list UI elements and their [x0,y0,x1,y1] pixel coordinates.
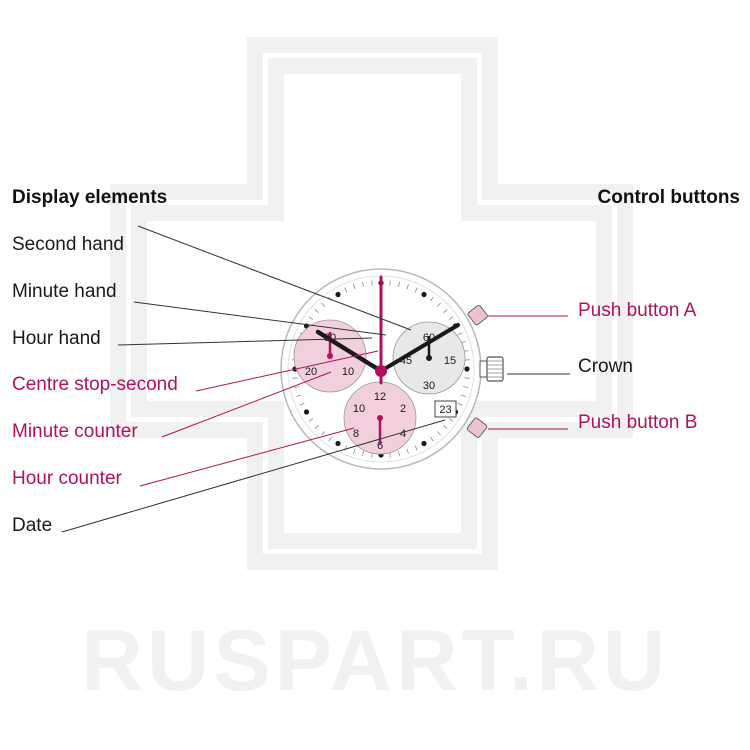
crown[interactable] [479,356,504,382]
label-push-button-a: Push button A [578,300,697,321]
heading-display-elements: Display elements [12,187,168,208]
minute-marker-tick [308,418,314,422]
minute-marker-tick [389,452,391,458]
leader-second-hand [137,225,412,331]
minute-marker-tick [389,280,391,286]
minute-marker-tick [292,377,298,379]
minute-marker-tick [308,316,314,320]
minute-marker-tick [406,448,409,454]
label-minute-counter: Minute counter [12,421,138,442]
minute-marker-tick [406,284,409,290]
minute-marker-tick [314,424,319,429]
date-value: 23 [439,404,451,416]
label-second-hand: Second hand [12,234,124,255]
minute-counter-subdial: 30 10 20 [293,319,367,393]
watermark-text: RUSPART.RU [81,613,669,709]
hour-marker-dot [335,291,341,298]
push-button-a[interactable] [467,304,488,326]
minute-marker-tick [414,445,418,451]
minute-marker-tick [430,296,434,302]
minute-marker-tick [398,281,400,287]
leader-minute-hand [133,301,387,336]
minute-counter-label-20: 20 [305,366,317,378]
minute-hand [379,323,460,373]
hour-marker-dot [464,366,470,372]
minute-marker-tick [430,436,434,442]
hour-marker-dot [335,440,341,447]
minute-marker-tick [328,436,332,442]
leader-hour-counter [139,427,355,487]
hour-counter-label-2: 2 [400,403,406,415]
hour-counter-subdial: 12 2 4 6 8 10 [343,381,417,455]
main-hands [315,275,460,385]
dial-hour-markers [292,280,470,458]
date-window: 23 [434,400,457,418]
hour-marker-dot [421,440,427,447]
minute-marker-tick [443,424,448,429]
leader-minute-counter [161,371,332,438]
heading-control-buttons: Control buttons [597,187,740,208]
leader-hour-hand [117,337,373,346]
minute-marker-tick [321,431,326,436]
minute-marker-tick [448,418,454,422]
label-date: Date [12,515,53,536]
minute-marker-tick [457,332,463,336]
minute-marker-tick [353,448,356,454]
minute-marker-tick [353,284,356,290]
hour-hand [315,329,384,374]
hour-counter-label-6: 6 [377,440,383,452]
minute-marker-tick [293,386,299,388]
minute-marker-tick [362,451,364,457]
leader-lines [61,225,570,533]
minute-marker-tick [448,316,454,320]
minute-marker-tick [457,402,463,406]
hour-counter-label-10: 10 [353,403,365,415]
hour-marker-dot [421,291,427,298]
minute-marker-tick [436,431,441,436]
seconds-subdial-label-15: 15 [444,355,456,367]
minute-marker-tick [314,309,319,314]
hour-counter-label-8: 8 [353,428,359,440]
leader-centre-stop-second [195,350,379,392]
seconds-subdial-label-30: 30 [423,380,435,392]
minute-marker-tick [460,394,466,397]
minute-marker-tick [299,402,305,406]
hour-counter-label-12: 12 [374,391,386,403]
minute-marker-tick [443,309,448,314]
label-centre-stop-second: Centre stop-second [12,374,178,395]
minute-marker-tick [398,451,400,457]
minute-marker-tick [436,302,441,307]
label-crown: Crown [578,356,633,377]
minute-marker-tick [464,377,470,379]
label-hour-hand: Hour hand [12,328,101,349]
minute-marker-tick [321,302,326,307]
watermark-cross [110,37,633,570]
leader-date [61,419,446,533]
minute-marker-tick [371,280,373,286]
minute-marker-tick [463,386,469,388]
push-button-b[interactable] [466,417,488,438]
minute-marker-tick [414,287,418,293]
hour-counter-label-4: 4 [400,428,406,440]
minute-marker-tick [296,394,302,397]
seconds-subdial: 60 15 30 45 [392,321,466,395]
minute-marker-tick [344,287,348,293]
minute-marker-tick [362,281,364,287]
label-minute-hand: Minute hand [12,281,117,302]
label-hour-counter: Hour counter [12,468,122,489]
centre-pinion [375,365,387,377]
hour-marker-dot [303,409,310,415]
minute-counter-label-10: 10 [342,366,354,378]
label-push-button-b: Push button B [578,412,698,433]
